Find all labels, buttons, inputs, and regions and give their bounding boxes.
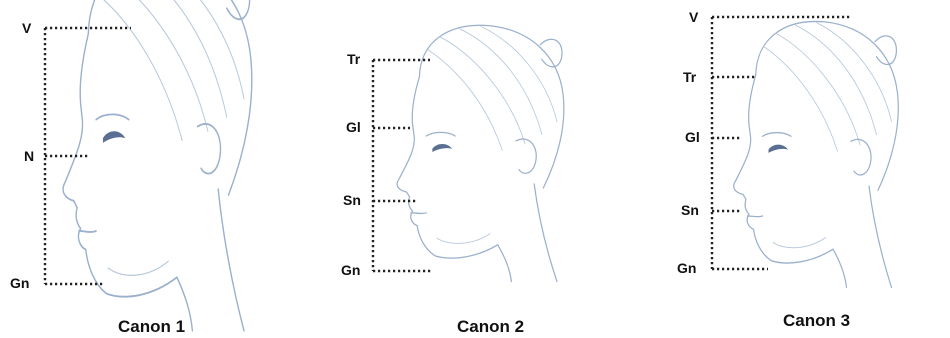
face-sketch-canon-1 (63, 0, 252, 331)
label-gnathion: Gn (677, 261, 696, 275)
caption-canon-1: Canon 1 (118, 318, 185, 335)
label-gnathion: Gn (10, 276, 29, 290)
caption-canon-3: Canon 3 (783, 312, 850, 329)
label-trichion: Tr (347, 52, 360, 66)
label-glabella: Gl (346, 120, 361, 134)
label-vertex: V (22, 21, 31, 35)
label-glabella: Gl (685, 130, 700, 144)
label-trichion: Tr (683, 70, 696, 84)
face-sketch-canon-2 (397, 25, 564, 281)
guide-lines-canon-3 (712, 17, 850, 269)
label-vertex: V (689, 10, 698, 24)
face-sketch-canon-3 (734, 21, 899, 287)
label-subnasale: Sn (681, 203, 699, 217)
guide-lines-canon-2 (373, 60, 432, 271)
guide-lines-canon-1 (45, 28, 131, 284)
label-gnathion: Gn (341, 263, 360, 277)
label-subnasale: Sn (343, 193, 361, 207)
label-nasion: N (24, 149, 34, 163)
caption-canon-2: Canon 2 (457, 318, 524, 335)
